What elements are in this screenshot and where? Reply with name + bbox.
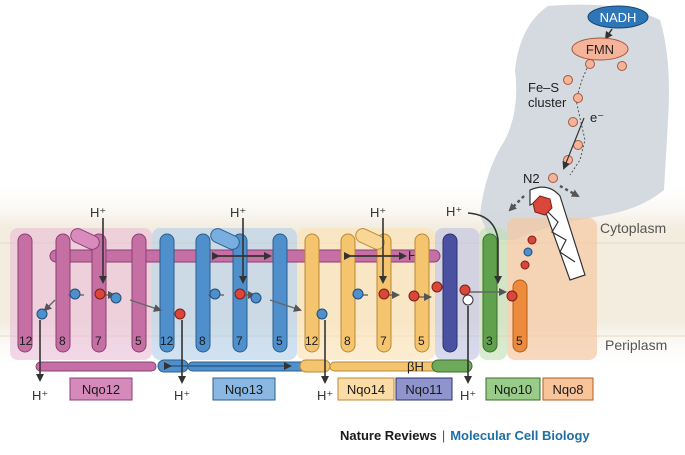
proton-in-2: H⁺ (230, 205, 246, 220)
nadh-label: NADH (600, 10, 637, 25)
electron-label: e⁻ (590, 110, 604, 125)
proton-out-3: H⁺ (317, 388, 333, 403)
legend-nqo13 (212, 377, 276, 401)
helix-number-labels: 12 8 7 5 12 8 7 5 12 8 7 5 3 5 (19, 334, 523, 348)
legend-nqo10-label: Nqo10 (494, 382, 532, 397)
helix-num-4: 5 (135, 334, 142, 348)
legend-nqo14-label: Nqo14 (347, 382, 385, 397)
helix-num-3: 7 (95, 334, 102, 348)
nqo10-helix-3 (482, 233, 498, 353)
proton-arrows (36, 212, 502, 384)
fmn-label: FMN (586, 42, 614, 57)
n2-label: N2 (523, 171, 540, 186)
periplasm-label: Periplasm (605, 337, 667, 353)
nqo14-helix-12 (304, 233, 320, 353)
legend-nqo8 (542, 377, 594, 401)
nqo12-helix-12 (17, 233, 33, 353)
proton-out-1: H⁺ (32, 388, 48, 403)
legend-nqo11-label: Nqo11 (405, 382, 442, 397)
nqo14-helices (299, 228, 441, 373)
helix-num-6: 8 (199, 334, 206, 348)
legend-nqo11 (395, 377, 453, 401)
bh-label: βH (407, 359, 424, 374)
cytoplasm-label: Cytoplasm (600, 220, 666, 236)
subunit-legend: Nqo12 Nqo13 Nqo14 Nqo11 Nqo10 Nqo8 (69, 377, 594, 401)
helix-num-12: 5 (418, 334, 425, 348)
helix-num-5: 12 (160, 334, 174, 348)
nadh-ellipse (587, 5, 649, 29)
helix-num-1: 12 (19, 334, 33, 348)
helix-num-9: 12 (305, 334, 319, 348)
helix-num-2: 8 (59, 334, 66, 348)
quinone-channel (508, 184, 586, 281)
proton-in-4: H⁺ (446, 204, 462, 219)
fes-cluster-chain (548, 59, 627, 183)
credit-separator: | (441, 428, 446, 443)
credit-section: Molecular Cell Biology (450, 428, 590, 443)
nqo12-bh-helix (35, 361, 157, 372)
helix-num-7: 7 (236, 334, 243, 348)
helix-num-8: 5 (276, 334, 283, 348)
proton-out-4: H⁺ (460, 388, 476, 403)
nqo12-helix-5 (131, 233, 147, 353)
fes-label-line1: Fe–S (528, 80, 559, 95)
legend-nqo12-label: Nqo12 (82, 382, 120, 397)
helix-num-14: 5 (516, 334, 523, 348)
proton-out-2: H⁺ (174, 388, 190, 403)
legend-nqo8-label: Nqo8 (552, 382, 583, 397)
nqo11-helix (442, 233, 458, 353)
legend-nqo12 (69, 377, 133, 401)
credit-journal: Nature Reviews (340, 428, 437, 443)
nqo13-helix-12 (159, 233, 175, 353)
legend-nqo13-label: Nqo13 (225, 382, 263, 397)
residue-network (36, 235, 537, 320)
fes-label-line2: cluster (528, 95, 567, 110)
helix-num-10: 8 (344, 334, 351, 348)
coupling-arrows (164, 252, 407, 370)
helix-num-13: 3 (486, 334, 493, 348)
figure-credit: Nature Reviews | Molecular Cell Biology (340, 428, 590, 443)
fmn-ellipse (571, 37, 629, 61)
nqo12-helices (17, 228, 157, 372)
helix-num-11: 7 (380, 334, 387, 348)
nqo10-bh-cylinder (431, 359, 473, 373)
legend-nqo14 (337, 377, 395, 401)
nqo12-broken-helix (70, 228, 100, 250)
nqo13-broken-helix (210, 228, 240, 250)
nqo13-helix-5 (272, 233, 288, 353)
proton-in-3: H⁺ (370, 205, 386, 220)
proton-in-1: H⁺ (90, 205, 106, 220)
legend-nqo10 (485, 377, 541, 401)
